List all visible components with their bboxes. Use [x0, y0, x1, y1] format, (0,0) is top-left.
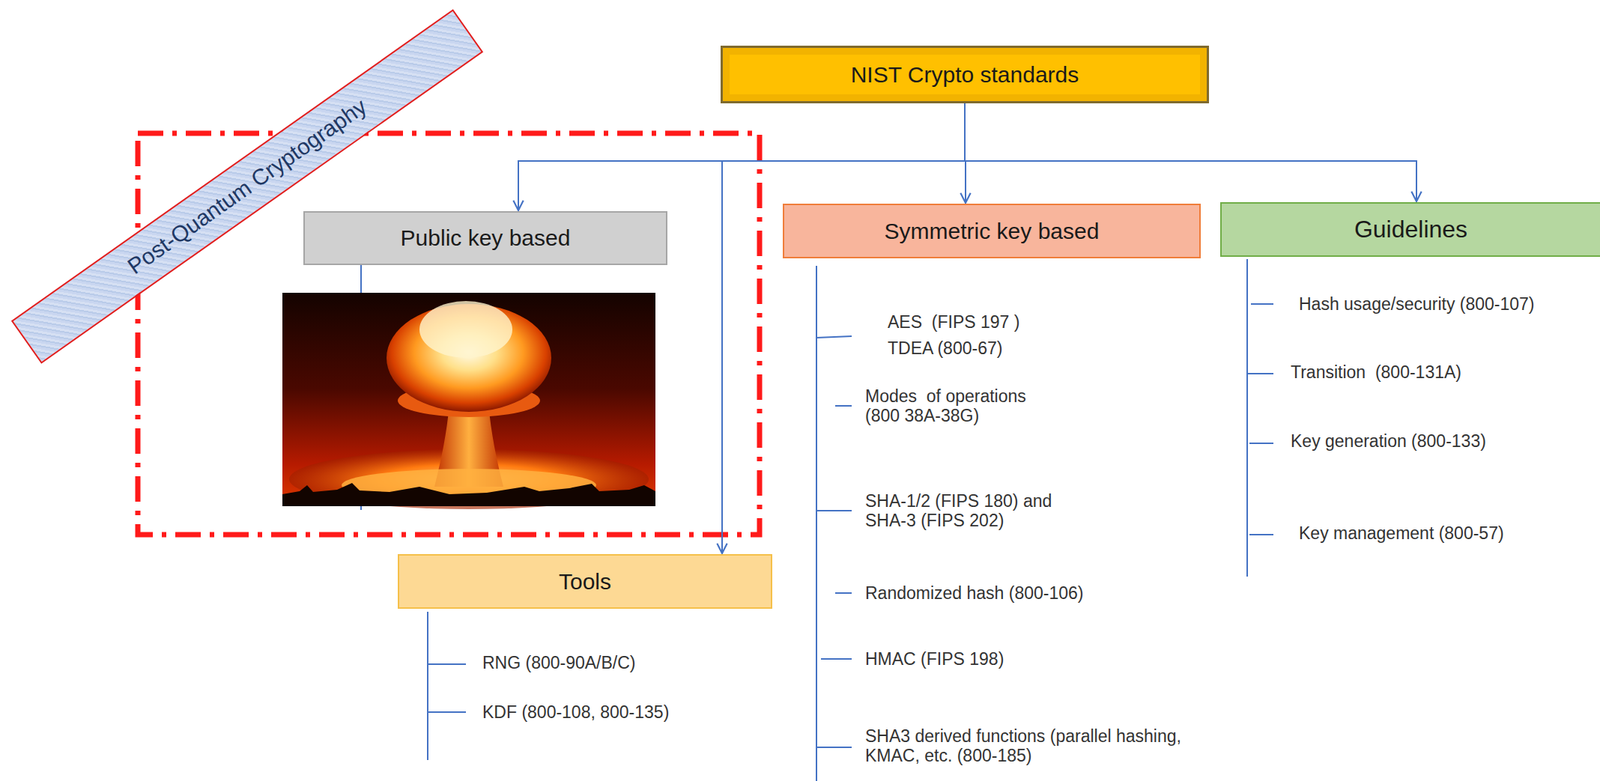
explosion-picture	[282, 292, 656, 510]
list-item: Randomized hash (800-106)	[865, 583, 1084, 603]
box-label: NIST Crypto standards	[850, 62, 1080, 88]
leader-tick	[1247, 373, 1274, 375]
leader-tick	[427, 663, 466, 666]
box-label: Symmetric key based	[884, 218, 1100, 245]
leader-tick	[1249, 442, 1274, 445]
list-item: Modes of operations (800 38A-38G)	[865, 386, 1053, 427]
leader-tick	[835, 405, 852, 407]
symmetric-leader	[815, 265, 818, 781]
box-label: Guidelines	[1354, 215, 1468, 244]
list-item: Key generation (800-133)	[1290, 431, 1487, 451]
pqc-banner: Post-Quantum Cryptography	[11, 8, 484, 364]
guidelines-leader	[1246, 259, 1248, 577]
leader-tick	[1250, 303, 1274, 305]
picture-ground	[282, 483, 656, 507]
list-item: KDF (800-108, 800-135)	[482, 702, 669, 723]
root-box: NIST Crypto standards	[720, 45, 1209, 104]
list-item: HMAC (FIPS 198)	[865, 649, 1004, 669]
list-item: Hash usage/security (800-107)	[1298, 294, 1535, 314]
tools-leader	[426, 611, 429, 761]
category-box: Guidelines	[1220, 202, 1600, 257]
leader-tick	[816, 746, 852, 749]
category-box: Tools	[397, 554, 773, 609]
list-item: SHA3 derived functions (parallel hashing…	[865, 726, 1233, 767]
leader-tick	[427, 711, 466, 714]
connector-arrow	[518, 103, 965, 211]
connector-arrow	[964, 103, 1417, 202]
list-item: Key management (800-57)	[1298, 523, 1505, 544]
category-box: Symmetric key based	[782, 203, 1201, 259]
list-item: AES (FIPS 197 )	[887, 312, 1020, 332]
list-item: SHA-1/2 (FIPS 180) and SHA-3 (FIPS 202)	[865, 491, 1079, 532]
leader-tick	[816, 510, 852, 512]
category-box: Public key based	[303, 211, 668, 266]
list-item: RNG (800-90A/B/C)	[482, 653, 636, 673]
leader-tick	[1249, 534, 1274, 536]
list-item: TDEA (800-67)	[887, 338, 1003, 359]
leader-tick	[816, 336, 852, 338]
box-label: Tools	[558, 569, 612, 595]
list-item: Transition (800-131A)	[1290, 362, 1462, 383]
leader-tick	[820, 658, 852, 660]
picture-cap-top	[419, 301, 513, 359]
box-label: Public key based	[400, 225, 571, 251]
leader-tick	[835, 592, 852, 595]
